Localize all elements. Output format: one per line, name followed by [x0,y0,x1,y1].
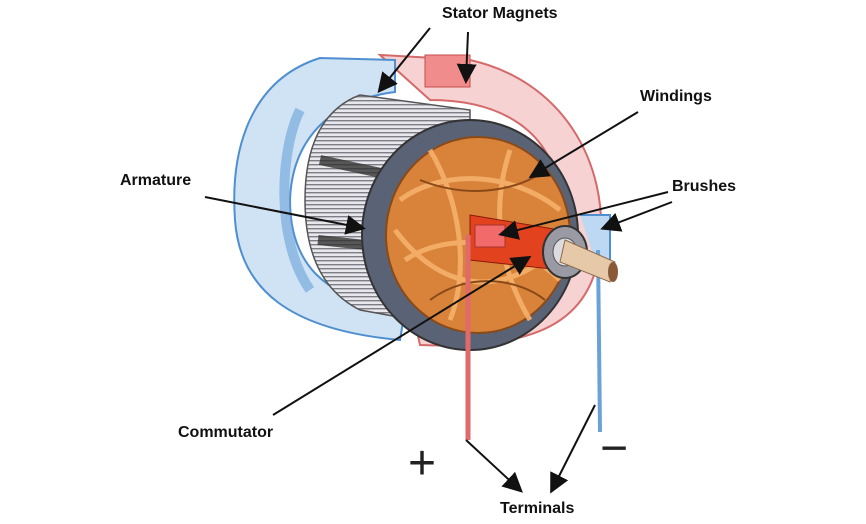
shaft [559,239,616,283]
stator-magnet-left [233,56,407,342]
terminal-negative [596,249,602,433]
negative-sign: − [600,422,629,475]
label-terminals: Terminals [500,500,575,517]
label-stator-magnets: Stator Magnets [442,5,558,22]
label-armature: Armature [120,172,192,189]
label-windings: Windings [640,88,712,105]
label-brushes: Brushes [672,178,737,195]
callout-arrows [204,27,673,494]
positive-sign: + [408,437,437,490]
label-commutator: Commutator [178,424,274,441]
brush-red [474,224,506,248]
